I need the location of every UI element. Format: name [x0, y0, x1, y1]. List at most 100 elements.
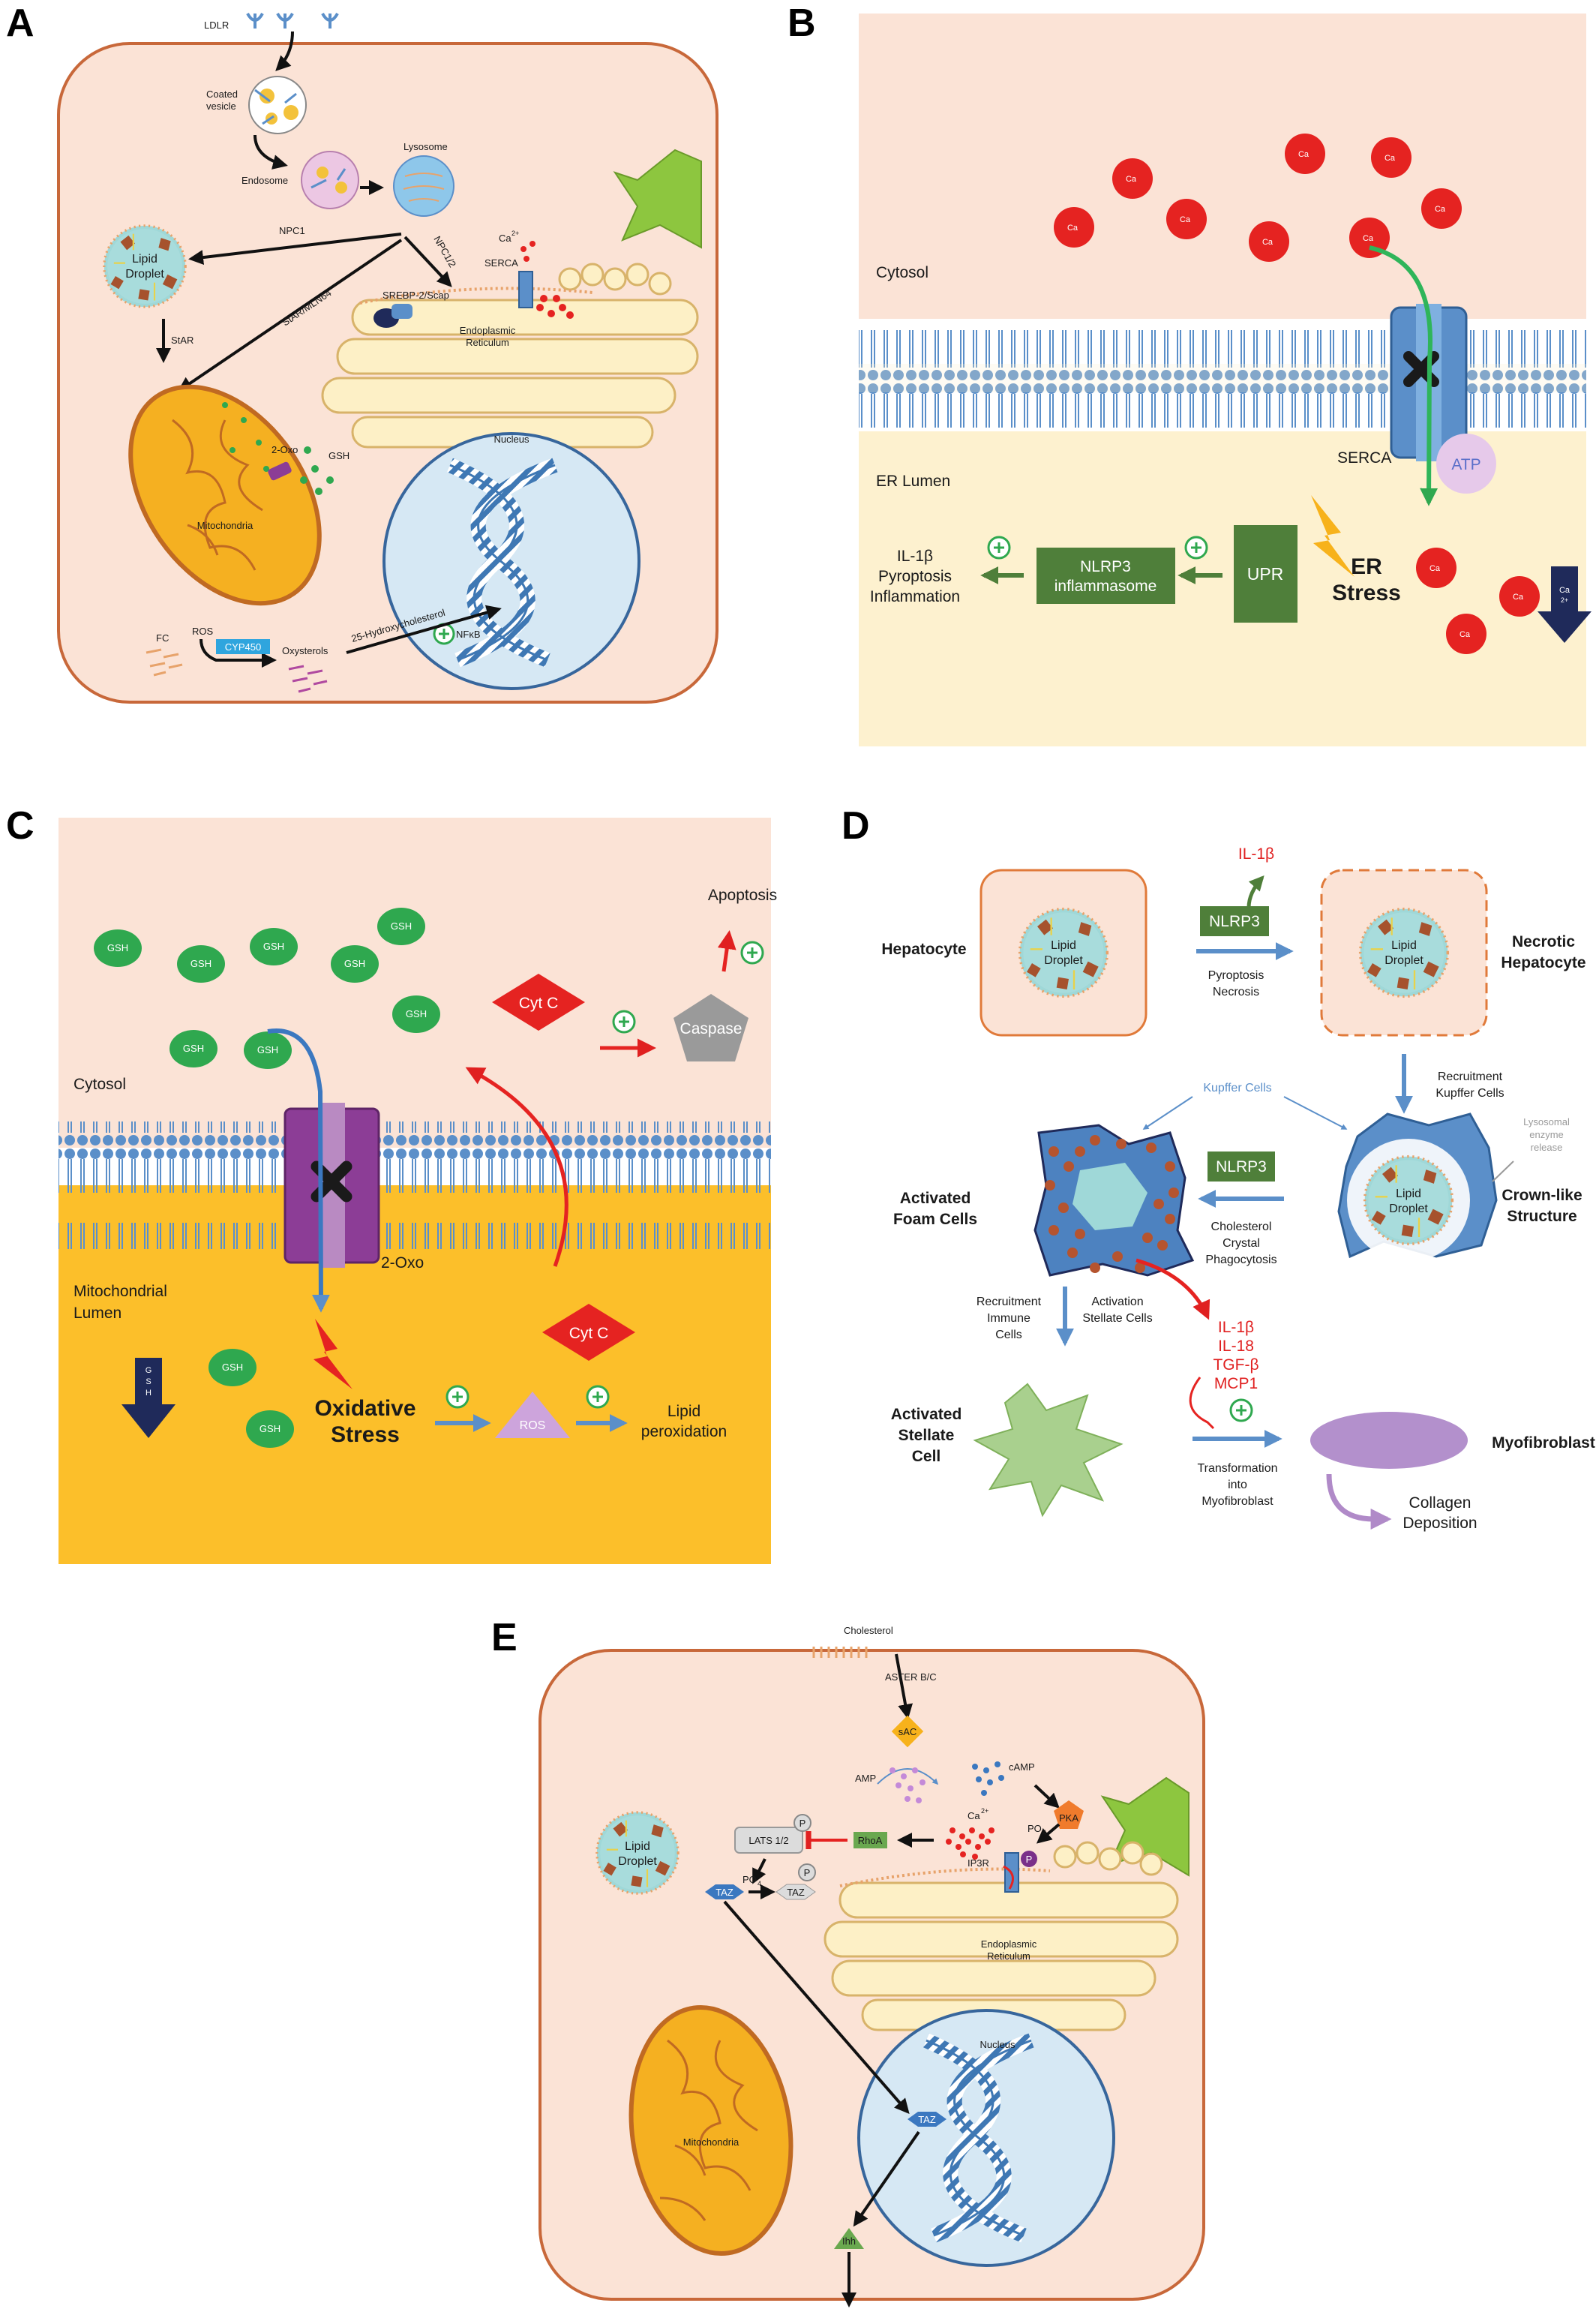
oxysterol-molecules: [288, 665, 328, 693]
caspase-label: Caspase: [680, 1020, 742, 1037]
droplet-e-label-1: Lipid: [625, 1840, 650, 1853]
svg-text:Ca: Ca: [1384, 154, 1396, 163]
activation-stellate-2: Stellate Cells: [1082, 1312, 1152, 1325]
cytosol-b: [859, 14, 1586, 319]
cyp450-box: [216, 639, 270, 654]
membrane-core-b: [859, 364, 1586, 392]
svg-text:Ca: Ca: [1363, 234, 1374, 243]
nlrp3-box-b: [1036, 548, 1175, 604]
cytosol-b-label: Cytosol: [876, 264, 928, 281]
cytc-release-arrow: [465, 1067, 568, 1267]
panel-c-letter: C: [6, 804, 34, 848]
er-e-label-1: Endoplasmic: [981, 1938, 1037, 1950]
serca-b-label: SERCA: [1337, 449, 1391, 467]
ca-ion: Ca: [1446, 614, 1486, 654]
taz-label-3: TAZ: [918, 2114, 936, 2125]
mito-lumen-c-label-2: Lumen: [74, 1305, 122, 1322]
transformation-2: into: [1228, 1479, 1247, 1491]
crown-like-label-2: Structure: [1507, 1208, 1576, 1225]
oxidative-label-2: Stress: [331, 1422, 400, 1447]
ca-ion: Ca: [1421, 188, 1462, 229]
ca-ion: Ca: [1349, 218, 1390, 258]
lysosome-label: Lysosome: [404, 141, 448, 152]
calcium-dots-a: [520, 241, 574, 319]
mitochondria-e: [628, 2004, 794, 2256]
nlrp3-d1-label: NLRP3: [1209, 913, 1260, 930]
pka-pentagon: [1054, 1800, 1084, 1829]
mito-a-label: Mitochondria: [197, 520, 254, 531]
ihh-label: Ihh: [842, 2235, 856, 2247]
p-lats-label: P: [800, 1818, 806, 1829]
plus-c3-sign: [452, 1392, 463, 1402]
crown-like-label-1: Crown-like: [1502, 1187, 1582, 1204]
foam-cells-label-1: Activated: [900, 1190, 971, 1207]
apoptosis-label: Apoptosis: [708, 887, 777, 904]
svg-text:Ca: Ca: [1460, 630, 1471, 639]
gsh-molecule: GSH: [94, 929, 142, 967]
droplet-d1-label-2: Droplet: [1044, 954, 1083, 967]
foam-cells-core: [1072, 1163, 1148, 1230]
taz-ihh-arrow: [853, 2130, 920, 2227]
p-taz-label: P: [804, 1867, 811, 1878]
crystal-label-2: Crystal: [1222, 1237, 1260, 1250]
cytc-cytosol-label: Cyt C: [519, 995, 559, 1012]
svg-text:Ca: Ca: [1435, 205, 1446, 214]
calcium-dots-e: [946, 1827, 994, 1860]
lysosomal-pointer: [1492, 1160, 1514, 1182]
endosome: [301, 151, 359, 209]
rhoa-box: [854, 1832, 887, 1848]
po4-e-sub: 4: [1042, 1829, 1046, 1836]
nlrp3-b-label-1: NLRP3: [1080, 558, 1131, 575]
recruitment-kupffer-2: Kupffer Cells: [1436, 1087, 1504, 1100]
droplet-d3-label-1: Lipid: [1396, 1188, 1421, 1200]
collagen-label-1: Collagen: [1409, 1494, 1472, 1512]
ip3r-release: [1003, 1865, 1014, 1890]
ca-ion: Ca: [1249, 221, 1289, 262]
nfkb-label: NFκB: [456, 629, 481, 640]
kupffer-cells-label: Kupffer Cells: [1203, 1082, 1271, 1094]
ros-triangle: [495, 1392, 570, 1438]
panel-d-letter: D: [842, 804, 870, 848]
svg-text:GSH: GSH: [183, 1043, 204, 1054]
atp-label: ATP: [1451, 456, 1480, 473]
lipid-droplet-d2: [1358, 907, 1450, 998]
oxo-a-label: 2-Oxo: [272, 444, 298, 455]
ca-arrow-label-1: Ca: [1559, 586, 1570, 595]
gsh-import-arrow: [267, 1028, 330, 1313]
fc-label: FC: [156, 632, 169, 644]
sac-diamond: [891, 1715, 924, 1748]
cytokine-2: IL-18: [1218, 1338, 1254, 1355]
droplet-d2-label-1: Lipid: [1391, 939, 1417, 952]
er-stress-2: Stress: [1332, 581, 1401, 605]
panel-c: C Cytosol Mitochondrial Lumen GSH GSH GS…: [6, 804, 777, 1564]
aster-label: ASTER B/C: [885, 1671, 937, 1683]
sac-label: sAC: [898, 1726, 917, 1737]
coated-label-2: vesicle: [206, 101, 236, 112]
cytc-mito-diamond: [542, 1304, 635, 1361]
plus-b1-sign: [1191, 542, 1202, 553]
cytosol-c: [58, 818, 771, 1148]
droplet-d2-label-2: Droplet: [1384, 954, 1424, 967]
pka-label: PKA: [1059, 1812, 1078, 1824]
ca-arrow-label-2: 2+: [1561, 596, 1568, 604]
gsh-down-arrow: [122, 1358, 176, 1438]
po4-e2-sub: 4: [758, 1880, 761, 1887]
upr-label: UPR: [1247, 564, 1284, 584]
svg-text:GSH: GSH: [260, 1423, 280, 1434]
panel-e-letter: E: [491, 1616, 518, 1659]
lipid-droplet-a: [103, 224, 187, 308]
plus-a-sign: [439, 629, 449, 639]
myofibroblast-cell: [1310, 1412, 1468, 1469]
amp-camp-arc: [877, 1768, 939, 1785]
recruitment-kupffer-1: Recruitment: [1438, 1070, 1503, 1083]
stellate-label-2: Stellate: [898, 1427, 955, 1444]
foam-cells-label-2: Foam Cells: [893, 1211, 977, 1228]
po4-e2-label: PO: [742, 1874, 757, 1885]
cytokine-release-arrow: [1136, 1258, 1210, 1320]
cytc-mito-label: Cyt C: [569, 1325, 609, 1342]
pyroptosis-label-1: Pyroptosis: [1208, 969, 1264, 982]
ros-arrow: [200, 638, 277, 668]
lysosomal-label-1: Lysosomal: [1523, 1116, 1570, 1127]
oxidative-label-1: Oxidative: [314, 1396, 416, 1421]
cytc-cytosol-diamond: [492, 974, 585, 1031]
